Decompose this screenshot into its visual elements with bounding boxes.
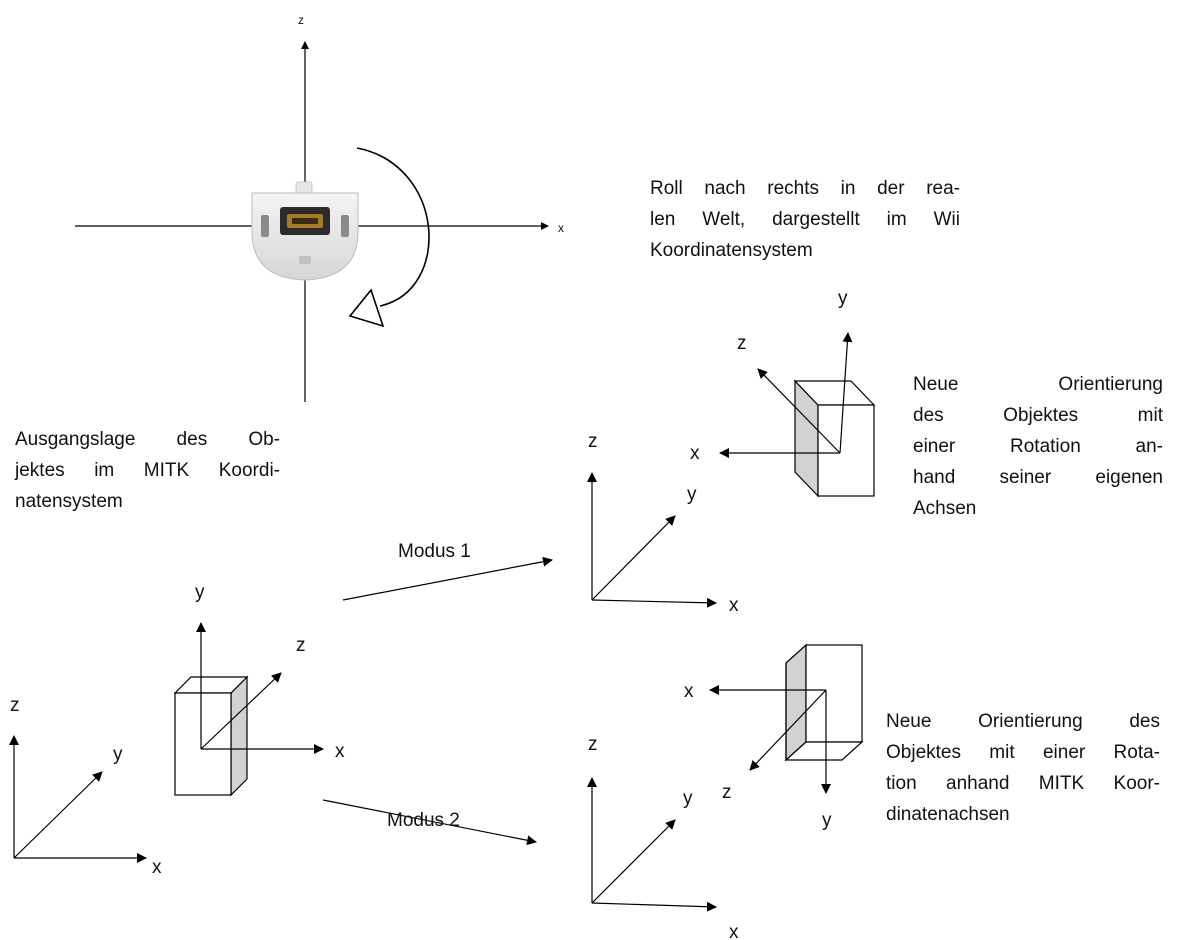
mode1-object-z-axis <box>757 368 841 454</box>
ausgangslage-line-1: Ausgangslage des Ob- <box>15 429 280 450</box>
initial-object: y z x <box>173 582 345 797</box>
neue2-line-3: tion anhand MITK Koor- <box>886 773 1160 794</box>
mitk-z-label: z <box>10 695 20 716</box>
neue1-line-4: hand seiner eigenen <box>913 467 1163 488</box>
mode2-object-z-axis <box>749 689 827 771</box>
mode2-arrow <box>322 799 537 846</box>
neue2-line-4: dinatenachsen <box>886 804 1010 825</box>
ausgangslage-line-3: natensystem <box>15 491 123 512</box>
mode2-y-label: y <box>683 788 693 809</box>
mode1-rotated-object: y z x <box>690 288 876 498</box>
mode1-x-label: x <box>729 595 739 616</box>
mode2-z-label: z <box>588 734 598 755</box>
roll-line-2: len Welt, dargestellt im Wii <box>650 209 960 230</box>
neue2-line-1: Neue Orientierung des <box>886 711 1160 732</box>
object-x-label: x <box>335 741 345 762</box>
mitk-y-label: y <box>113 744 123 765</box>
roll-arrow <box>356 147 430 307</box>
mode1-label: Modus 1 <box>398 541 471 562</box>
mode2-rotated-object: x z y <box>684 643 864 831</box>
mode1-coordinate-system: z y x <box>587 431 739 616</box>
roll-arrow-head <box>348 288 385 328</box>
mode2-label: Modus 2 <box>387 810 460 831</box>
object-z-axis <box>200 672 282 750</box>
roll-line-3: Koordinatensystem <box>650 240 813 261</box>
neue1-line-3: einer Rotation an- <box>913 436 1163 457</box>
ausgangslage-description: Ausgangslage des Ob- jektes im MITK Koor… <box>15 424 280 517</box>
neue1-line-1: Neue Orientierung <box>913 374 1163 395</box>
mode1-y-label: y <box>687 484 697 505</box>
mode1-object-x-label: x <box>690 443 700 464</box>
neue1-line-2: des Objektes mit <box>913 405 1163 426</box>
neue-orientierung-2-description: Neue Orientierung des Objektes mit einer… <box>886 706 1160 830</box>
roll-description: Roll nach rechts in der rea- len Welt, d… <box>650 173 960 266</box>
roll-line-1: Roll nach rechts in der rea- <box>650 178 960 199</box>
mode2-object-x-label: x <box>684 681 694 702</box>
mode1-object-y-axis <box>839 332 853 454</box>
wii-remote-icon <box>251 181 359 281</box>
object-z-label: z <box>296 635 306 656</box>
mitk-y-axis <box>13 771 103 859</box>
mode1-z-label: z <box>588 431 598 452</box>
mode1-object-y-label: y <box>838 288 848 309</box>
object-y-label: y <box>195 582 205 603</box>
neue2-line-2: Objektes mit einer Rota- <box>886 742 1160 763</box>
wii-x-label: x <box>558 221 564 235</box>
mode2-coordinate-system: z y x <box>587 734 739 940</box>
mode1-object-z-label: z <box>737 333 747 354</box>
mitk-x-label: x <box>152 857 162 878</box>
mitk-coordinate-system: z y x <box>9 695 162 878</box>
mode2-object-z-label: z <box>722 782 732 803</box>
mode2-x-label: x <box>729 922 739 940</box>
wii-z-label: z <box>298 13 304 27</box>
neue1-line-5: Achsen <box>913 498 977 519</box>
mode1-arrow <box>342 556 553 601</box>
mode2-object-y-label: y <box>822 810 832 831</box>
neue-orientierung-1-description: Neue Orientierung des Objektes mit einer… <box>913 369 1163 524</box>
wii-coordinate-system: z x <box>75 13 564 402</box>
ausgangslage-line-2: jektes im MITK Koordi- <box>15 460 280 481</box>
